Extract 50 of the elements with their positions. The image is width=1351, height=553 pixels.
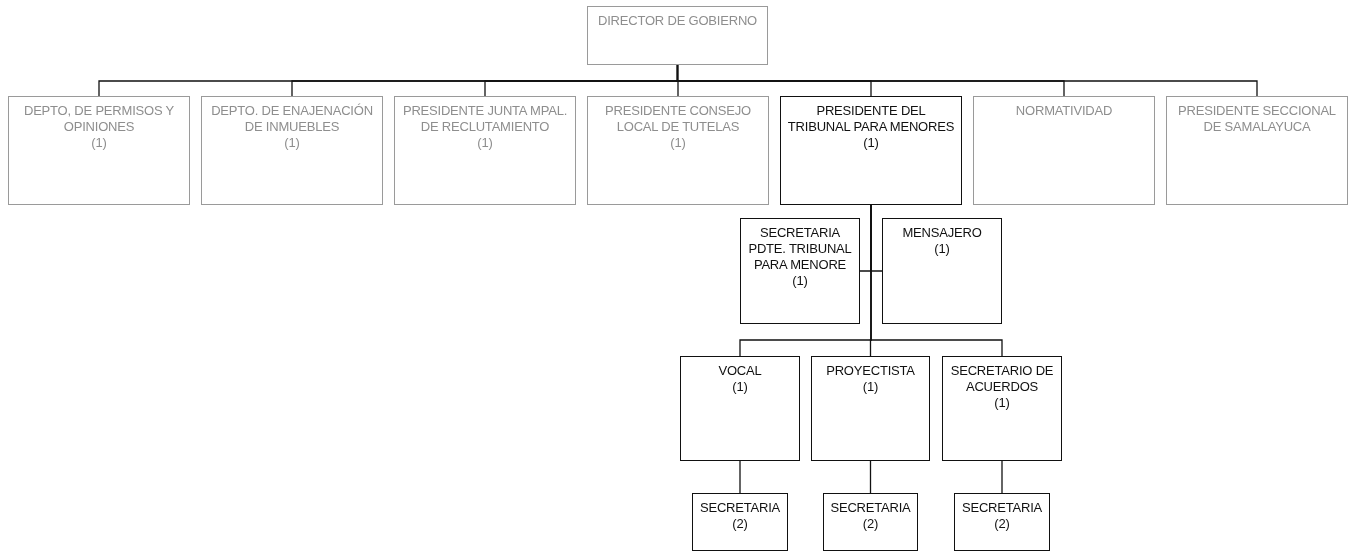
position-count: (1) — [284, 135, 300, 151]
org-box — [954, 493, 1050, 551]
position-title: SECRETARIA — [830, 500, 911, 516]
org-box — [394, 96, 576, 205]
position-title: DEPTO. DE ENAJENACIÓN DE INMUEBLES — [210, 103, 374, 135]
position-count: (2) — [994, 516, 1010, 532]
connector-line — [869, 460, 872, 494]
position-count: (1) — [934, 241, 950, 257]
position-title: DEPTO, DE PERMISOS Y OPINIONES — [22, 103, 176, 135]
position-title: PRESIDENTE SECCIONAL DE SAMALAYUCA — [1177, 103, 1337, 135]
position-title: NORMATIVIDAD — [1015, 103, 1113, 119]
position-count: (1) — [91, 135, 107, 151]
position-count: (1) — [862, 379, 879, 395]
position-count: (1) — [477, 135, 493, 151]
org-box — [740, 218, 860, 324]
position-title: SECRETARIA PDTE. TRIBUNAL PARA MENORE — [747, 225, 853, 273]
org-box — [680, 356, 800, 461]
position-count: (2) — [732, 516, 748, 532]
position-title: SECRETARIA — [961, 500, 1043, 516]
org-box — [692, 493, 788, 551]
connector-line — [1001, 460, 1003, 494]
position-title: VOCAL — [718, 363, 762, 379]
org-box — [201, 96, 383, 205]
position-count: (2) — [862, 516, 879, 532]
org-box — [973, 96, 1155, 205]
position-title: PROYECTISTA — [826, 363, 915, 379]
connector-line — [676, 64, 1258, 97]
org-box — [882, 218, 1002, 324]
position-count: (1) — [670, 135, 686, 151]
org-box — [587, 6, 768, 65]
org-box — [942, 356, 1062, 461]
position-count: (1) — [792, 273, 808, 289]
position-count: (1) — [863, 135, 879, 151]
org-box — [811, 356, 930, 461]
position-count: (1) — [732, 379, 748, 395]
connector-line — [870, 204, 1003, 357]
connector-line — [739, 460, 741, 494]
position-title: PRESIDENTE CONSEJO LOCAL DE TUTELAS — [604, 103, 752, 135]
position-title: PRESIDENTE DEL TRIBUNAL PARA MENORES — [786, 103, 956, 135]
position-title: SECRETARIA — [699, 500, 781, 516]
org-box — [823, 493, 918, 551]
position-title: MENSAJERO — [902, 225, 982, 241]
position-title: SECRETARIO DE ACUERDOS — [949, 363, 1055, 395]
org-box — [587, 96, 769, 205]
position-title: PRESIDENTE JUNTA MPAL. DE RECLUTAMIENTO — [401, 103, 569, 135]
position-count: (1) — [994, 395, 1010, 411]
org-box — [8, 96, 190, 205]
org-box — [1166, 96, 1348, 205]
org-box — [780, 96, 962, 205]
position-title: DIRECTOR DE GOBIERNO — [598, 13, 757, 29]
